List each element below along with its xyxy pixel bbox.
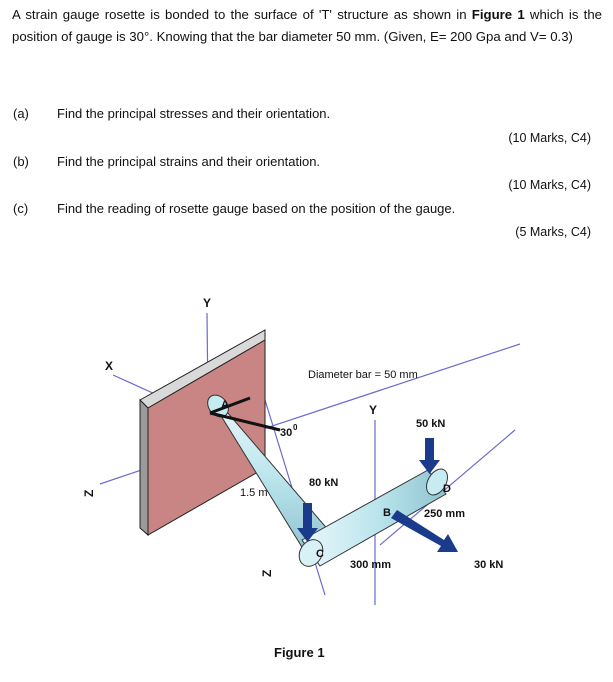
length-300-label: 300 mm — [350, 559, 391, 571]
angle-superscript: 0 — [293, 423, 298, 432]
bar-end-d — [426, 468, 448, 496]
load-50-arrow — [419, 438, 440, 474]
question-c-text: Find the reading of rosette gauge based … — [57, 201, 456, 216]
question-a-text: Find the principal stresses and their or… — [57, 106, 331, 121]
intro-figure-ref: Figure 1 — [471, 7, 525, 22]
question-b-text: Find the principal strains and their ori… — [57, 154, 321, 169]
question-b-label: (b) — [13, 154, 29, 169]
problem-statement: A strain gauge rosette is bonded to the … — [12, 4, 602, 48]
point-b-label: B — [383, 507, 391, 519]
wall-side-face — [139, 398, 149, 537]
axis-x-label: X — [105, 359, 113, 373]
gauge-line-2 — [209, 396, 251, 415]
angle-label: 30 — [280, 427, 292, 439]
load-50-label: 50 kN — [416, 418, 445, 430]
question-b-marks: (10 Marks, C4) — [508, 178, 591, 192]
load-30-label: 30 kN — [474, 559, 503, 571]
axis-y-right-label: Y — [369, 403, 377, 417]
question-c-label: (c) — [13, 201, 29, 216]
intro-text-2: which is the position of gauge is 30°. K… — [12, 7, 602, 44]
gauge-line-1 — [209, 411, 281, 432]
point-d-label: D — [443, 483, 451, 495]
bar-end-c — [298, 539, 324, 567]
intro-text-1: A strain gauge rosette is bonded to the … — [12, 7, 472, 22]
question-c-marks: (5 Marks, C4) — [515, 225, 591, 239]
figure-caption: Figure 1 — [274, 645, 325, 660]
diameter-label: Diameter bar = 50 mm — [308, 369, 418, 381]
length-1-5-label: 1.5 m — [240, 487, 268, 499]
question-a-label: (a) — [13, 106, 29, 121]
point-a-label: A — [221, 399, 229, 411]
point-c-label: C — [316, 548, 324, 560]
load-30-arrow — [391, 510, 458, 552]
load-80-label: 80 kN — [309, 477, 338, 489]
load-80-arrow — [297, 503, 318, 542]
question-a-marks: (10 Marks, C4) — [508, 131, 591, 145]
axis-z-left-label: Z — [82, 490, 96, 497]
length-250-label: 250 mm — [424, 508, 465, 520]
z-axis-line-right — [229, 343, 521, 441]
axis-z-bottom-label: Z — [260, 570, 274, 577]
z-axis-line-end — [379, 429, 516, 546]
axis-y-top-label: Y — [203, 296, 211, 310]
